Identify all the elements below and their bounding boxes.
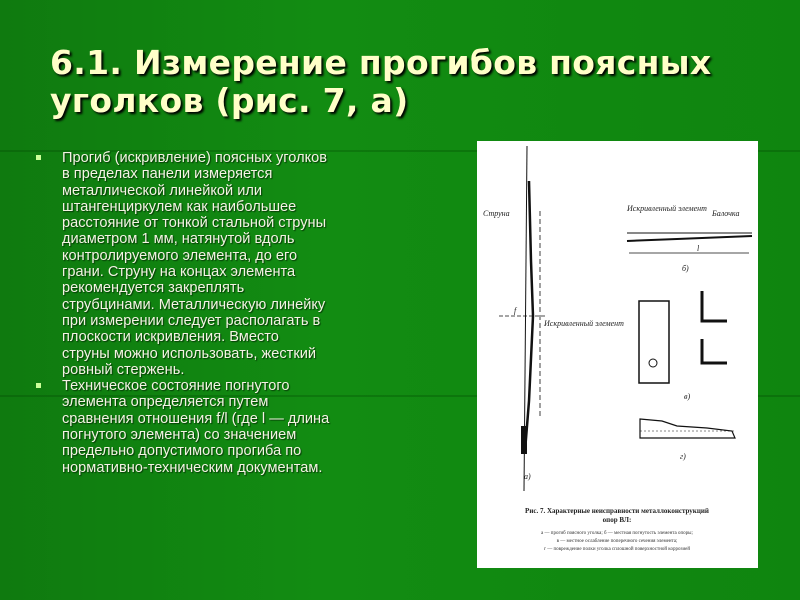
label-curved-element-a: Искривленный элемент xyxy=(543,319,624,328)
bullet-text-line: штангенциркулем как наибольшее xyxy=(62,198,297,215)
label-beam: Балочка xyxy=(711,209,739,218)
bullet-text-line: металлической линейкой или xyxy=(62,182,263,199)
bullet-square-icon xyxy=(36,383,41,389)
label-v: в) xyxy=(684,392,690,401)
bullet-text-line: погнутого элемента) со значением xyxy=(62,427,297,444)
figure-legend: в — местное ослабление поперечного сечен… xyxy=(557,539,678,544)
slide-title: 6.1. Измерение прогибов поясных уголков … xyxy=(50,44,770,120)
label-f: f xyxy=(514,306,518,315)
bullet-text-line: диаметром 1 мм, натянутой вдоль xyxy=(62,231,295,248)
label-l: l xyxy=(697,244,700,253)
figure-7-image: Струна f Искривленный элемент а) Искривл… xyxy=(477,141,758,568)
bullet-text-line: ровный стержень. xyxy=(62,361,185,378)
bullet-text-line: при измерении следует располагать в xyxy=(62,312,321,329)
label-b: б) xyxy=(682,264,689,273)
label-g: г) xyxy=(680,452,686,461)
title-line: 6.1. Измерение прогибов поясных xyxy=(50,43,712,82)
bullet-text-line: нормативно-техническим документам. xyxy=(62,459,323,476)
bullet-text-line: плоскости искривления. Вместо xyxy=(62,329,279,346)
figure-caption: опор ВЛ: xyxy=(603,516,632,524)
label-a: а) xyxy=(524,472,531,481)
bullet-text-line: Прогиб (искривление) поясных уголков xyxy=(62,150,328,166)
figure-caption: Рис. 7. Характерные неисправности металл… xyxy=(525,507,709,515)
bullet-text-line: грани. Струну на концах элемента xyxy=(62,264,296,281)
decor-stripe xyxy=(0,395,800,397)
bullet-text-line: расстояние от тонкой стальной струны xyxy=(62,215,327,232)
bullet-square-icon xyxy=(36,155,41,160)
bullet-text-line: элемента определяется путем xyxy=(62,394,269,411)
decor-stripe xyxy=(0,150,800,152)
label-string: Струна xyxy=(483,209,510,218)
label-curved-element-b: Искривленный элемент xyxy=(626,204,707,213)
bullet-text-line: струны можно использовать, жесткий xyxy=(62,345,317,362)
figure-legend: а — прогиб поясного уголка; б — местная … xyxy=(541,531,693,536)
clamp-mark xyxy=(521,426,527,454)
bullet-text-line: контролируемого элемента, до его xyxy=(62,247,298,264)
figure-legend: г — повреждение полки уголка сплошной по… xyxy=(544,547,690,552)
bullet-text-line: в пределах панели измеряется xyxy=(62,166,273,183)
title-line: уголков (рис. 7, а) xyxy=(50,81,409,120)
bullet-text-line: сравнения отношения f/l (где l — длина xyxy=(62,410,330,427)
bullet-text-line: рекомендуется закреплять xyxy=(62,280,245,297)
figure-drawing: Струна f Искривленный элемент а) Искривл… xyxy=(483,145,753,552)
bullet-text-line: струбцинами. Металлическую линейку xyxy=(62,296,326,313)
bullet-text-line: предельно допустимого прогиба по xyxy=(62,443,302,460)
bullet-text-line: Техническое состояние погнутого xyxy=(62,378,290,395)
